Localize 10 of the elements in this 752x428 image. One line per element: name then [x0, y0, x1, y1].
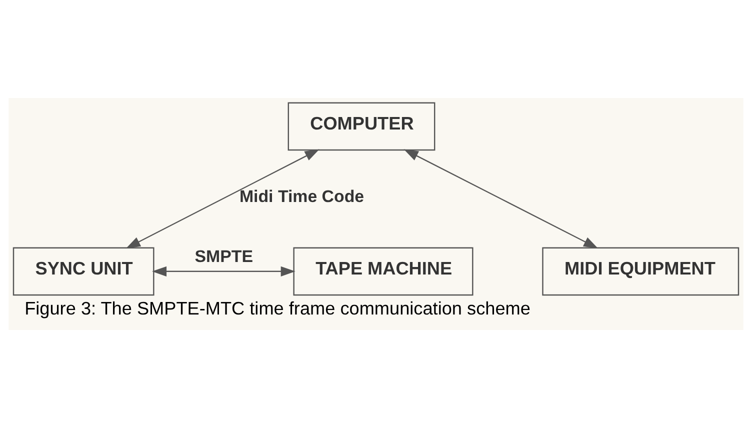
arrow	[126, 149, 320, 248]
node-box: COMPUTER	[288, 102, 436, 151]
edge-label: SMPTE	[194, 246, 253, 266]
node-box: SYNC UNIT	[12, 247, 154, 296]
node-box: TAPE MACHINE	[293, 247, 474, 296]
edge-label: Midi Time Code	[239, 187, 364, 206]
arrow	[152, 266, 296, 276]
arrow	[404, 149, 598, 248]
node-box: MIDI EQUIPMENT	[542, 247, 740, 296]
caption: Figure 3: The SMPTE-MTC time frame communication scheme	[24, 298, 530, 318]
